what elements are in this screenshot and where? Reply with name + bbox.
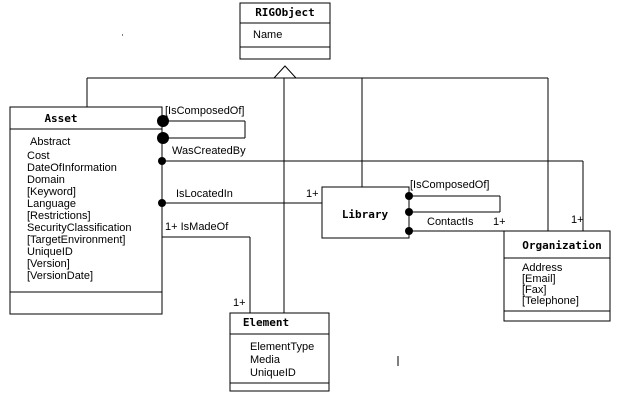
assoc-contact-is[interactable]: ContactIs 1+	[405, 216, 506, 235]
inheritance-triangle	[272, 65, 298, 79]
class-asset-attr: SecurityClassification	[27, 222, 132, 234]
class-asset-attr: Cost	[27, 150, 50, 162]
assoc-contact-is-multiplicity: 1+	[493, 216, 506, 228]
assoc-asset-is-composed-of-label: [IsComposedOf]	[165, 105, 244, 117]
class-asset-attr: [TargetEnvironment]	[27, 234, 125, 246]
class-asset-attr: Domain	[27, 174, 65, 186]
class-asset-attr: Language	[27, 198, 76, 210]
class-organization-attr: [Email]	[522, 273, 556, 285]
class-element-attr: Media	[250, 354, 281, 366]
class-organization-title: Organization	[522, 239, 601, 252]
class-organization-attr: Address	[522, 262, 563, 274]
class-rigobject-attr-name: Name	[253, 29, 282, 41]
class-organization[interactable]: Organization Address [Email] [Fax] [Tele…	[503, 230, 611, 322]
assoc-is-made-of-multiplicity: 1+	[233, 297, 246, 309]
association-end-dot	[158, 199, 166, 207]
association-end-dot	[405, 227, 413, 235]
class-asset-attr: [Version]	[27, 258, 70, 270]
assoc-library-is-composed-of[interactable]: [IsComposedOf]	[405, 179, 501, 216]
assoc-contact-is-label: ContactIs	[427, 216, 474, 228]
aggregation-end-dot	[157, 132, 169, 144]
assoc-is-located-in-label: IsLocatedIn	[176, 188, 233, 200]
class-element-attr: UniqueID	[250, 367, 296, 379]
class-asset-attr: DateOfInformation	[27, 162, 117, 174]
association-end-dot	[405, 208, 413, 216]
class-asset[interactable]: Asset Abstract Cost DateOfInformation Do…	[9, 106, 163, 315]
aggregation-end-dot	[157, 115, 169, 127]
class-asset-attr: [Restrictions]	[27, 210, 91, 222]
class-element-title: Element	[243, 316, 289, 329]
class-element-attr: ElementType	[250, 341, 314, 353]
class-rigobject[interactable]: RIGObject Name	[239, 2, 331, 60]
generalization-lines	[86, 65, 549, 313]
class-asset-attr: UniqueID	[27, 246, 73, 258]
assoc-asset-is-composed-of[interactable]: [IsComposedOf]	[157, 105, 246, 144]
association-end-dot	[405, 192, 413, 200]
class-asset-attr: [Keyword]	[27, 186, 76, 198]
assoc-library-is-composed-of-label: [IsComposedOf]	[410, 179, 489, 191]
assoc-is-made-of-label: 1+ IsMadeOf	[165, 221, 229, 233]
class-asset-attr: [VersionDate]	[27, 270, 93, 282]
assoc-is-made-of[interactable]: 1+ IsMadeOf 1+	[162, 221, 251, 313]
assoc-was-created-by-multiplicity: 1+	[571, 214, 584, 226]
class-library-title: Library	[342, 208, 389, 221]
assoc-was-created-by-label: WasCreatedBy	[172, 145, 246, 157]
assoc-was-created-by[interactable]: WasCreatedBy 1+	[158, 145, 584, 231]
assoc-is-located-in[interactable]: IsLocatedIn 1+	[158, 188, 322, 207]
class-rigobject-title: RIGObject	[255, 6, 315, 19]
class-element[interactable]: Element ElementType Media UniqueID	[229, 312, 330, 392]
class-organization-attr: [Telephone]	[522, 295, 579, 307]
class-organization-attr: [Fax]	[522, 284, 546, 296]
class-asset-attr: Abstract	[30, 136, 70, 148]
assoc-is-located-in-multiplicity: 1+	[306, 188, 319, 200]
class-asset-title: Asset	[44, 112, 77, 125]
association-end-dot	[158, 157, 166, 165]
class-library[interactable]: Library	[321, 186, 410, 239]
